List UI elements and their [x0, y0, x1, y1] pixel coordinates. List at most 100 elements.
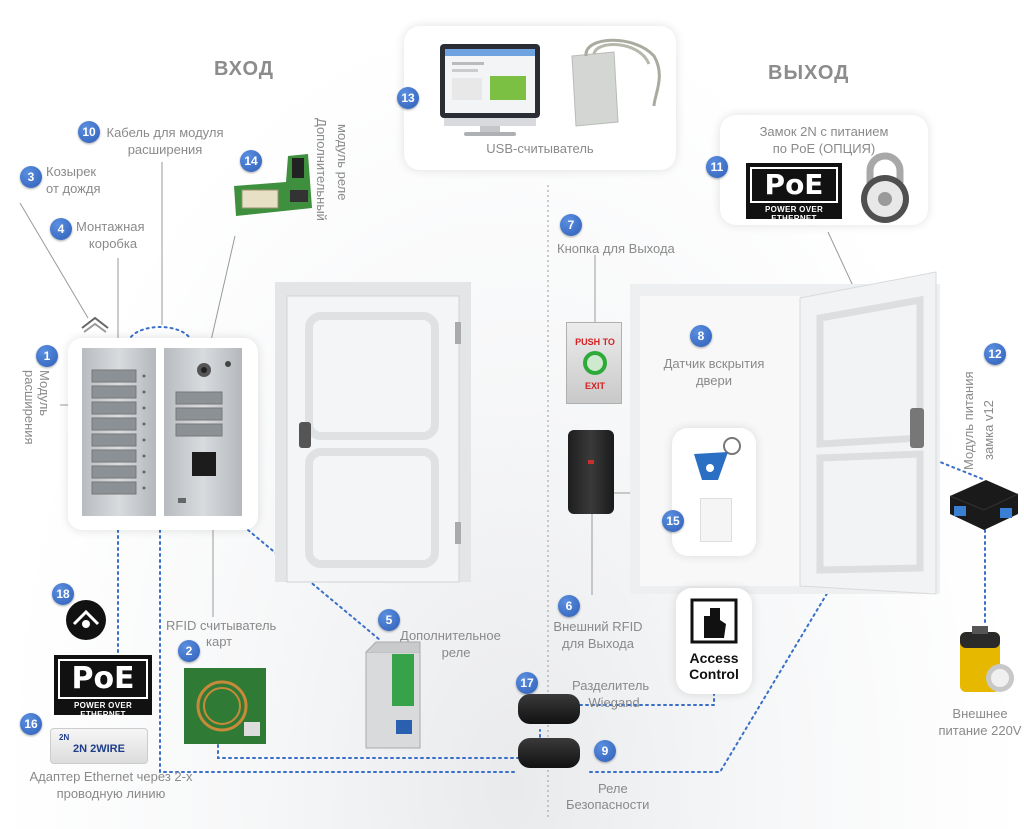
home-network-icon	[66, 600, 106, 640]
badge-16: 16	[20, 713, 42, 735]
poe-logo-text: PoE	[750, 167, 838, 203]
entry-title: ВХОД	[214, 58, 275, 80]
poe-lock-label-1: Замок 2N с питанием	[759, 124, 889, 139]
security-relay-device	[518, 738, 580, 768]
poe-logo-subtext: POWER OVER ETHERNET	[764, 205, 824, 223]
badge-13: 13	[397, 87, 419, 109]
badge-14: 14	[240, 150, 262, 172]
label-3b: от дождя	[46, 181, 101, 196]
label-12a: Модуль питания	[961, 371, 976, 470]
poe-lock-label-2: по PoE (ОПЦИЯ)	[772, 141, 876, 156]
relay-device-icon	[365, 641, 421, 749]
expansion-cable	[127, 326, 193, 343]
label-10b: расширения	[127, 142, 203, 157]
poe-main-text: PoE	[58, 659, 148, 699]
label-4a: Монтажная	[76, 219, 145, 234]
label-14b: модуль реле	[335, 124, 350, 201]
label-power-b: питание 220V	[938, 723, 1022, 738]
security-relay-lock	[589, 454, 911, 773]
label-16b: проводную линию	[56, 786, 166, 801]
badge-15: 15	[662, 510, 684, 532]
label-8a: Датчик вскрытия	[663, 356, 765, 371]
badge-3: 3	[20, 166, 42, 188]
usb-reader-label: USB-считыватель	[486, 141, 594, 156]
label-14a: Дополнительный	[314, 118, 329, 221]
label-12b: замка v12	[981, 400, 996, 460]
expansion-module	[82, 348, 156, 516]
poe-lock-card: Замок 2N с питанием по PoE (ОПЦИЯ) PoE P…	[720, 115, 928, 225]
intercom-card	[68, 338, 258, 530]
rfid-cards-card	[672, 428, 756, 556]
badge-2: 2	[178, 640, 200, 662]
badge-6: 6	[558, 595, 580, 617]
label-16a: Адаптер Ethernet через 2-х	[29, 769, 193, 784]
label-7: Кнопка для Выхода	[557, 241, 675, 256]
relay-link	[247, 529, 381, 641]
label-2b: карт	[206, 634, 233, 649]
exit-title: ВЫХОД	[768, 62, 850, 84]
badge-7: 7	[560, 214, 582, 236]
exit-button-top-text: PUSH TO	[575, 337, 615, 347]
entry-door	[275, 282, 471, 583]
label-17b: Wiegand	[588, 695, 640, 710]
rain-shield-icon	[81, 316, 109, 333]
badge-8: 8	[690, 325, 712, 347]
badge-4: 4	[50, 218, 72, 240]
badge-18: 18	[52, 583, 74, 605]
main-bus	[159, 529, 518, 773]
rfid-board-icon	[184, 668, 266, 744]
label-3a: Козырек	[46, 164, 97, 179]
usb-card-reader-icon	[571, 38, 661, 127]
label-10a: Кабель для модуля	[106, 125, 224, 140]
label-5b: реле	[441, 645, 471, 660]
usb-reader-card: USB-считыватель	[404, 26, 676, 170]
label-17a: Разделитель	[572, 678, 650, 693]
main-intercom-unit	[164, 348, 242, 516]
label-2a: RFID считыватель	[166, 618, 277, 633]
label-1a: Модуль	[37, 370, 52, 417]
access-control-line1: Access	[689, 650, 739, 666]
access-control-card: Access Control	[676, 588, 752, 694]
label-6a: Внешний RFID	[553, 619, 643, 634]
poe-logo-lock: PoE POWER OVER ETHERNET	[746, 163, 842, 223]
poe-logo-main: PoE POWER OVER ETHERNET	[54, 655, 152, 719]
wiegand-splitter-device	[518, 694, 580, 724]
label-9a: Реле	[598, 781, 628, 796]
usb-devices-illustration	[440, 38, 661, 136]
wiegand-to-access	[579, 689, 715, 706]
label-5a: Дополнительное	[400, 628, 501, 643]
label-1b: расширения	[22, 370, 37, 445]
external-rfid-reader	[568, 430, 614, 514]
expansion-module-buttons	[91, 369, 146, 495]
badge-17: 17	[516, 672, 538, 694]
badge-11: 11	[706, 156, 728, 178]
battery-power-icon	[960, 626, 1014, 692]
lock-power-supply-icon	[949, 480, 1019, 530]
exit-button-bottom-text: EXIT	[584, 381, 605, 391]
poe-main-subtext: POWER OVER ETHERNET	[73, 701, 133, 719]
access-control-hand-icon	[690, 598, 738, 644]
lock-psu-link	[929, 457, 986, 481]
monitor-icon	[440, 44, 540, 136]
access-control-line2: Control	[689, 666, 739, 682]
badge-10: 10	[78, 121, 100, 143]
label-6b: для Выхода	[562, 636, 634, 651]
relay-module-board-icon	[234, 154, 312, 216]
padlock-icon	[861, 152, 909, 223]
leader-line-14	[209, 235, 236, 346]
intercom-face	[175, 361, 231, 503]
badge-12: 12	[984, 343, 1006, 365]
label-9b: Безопасности	[566, 797, 650, 812]
label-power-a: Внешнее	[952, 706, 1008, 721]
key-fob-icon	[694, 437, 741, 480]
label-4b: коробка	[88, 236, 138, 251]
badge-9: 9	[594, 740, 616, 762]
adapter-name: 2N 2WIRE	[73, 743, 125, 755]
label-8b: двери	[695, 373, 733, 388]
adapter-brand: 2N	[59, 733, 70, 742]
leader-line-3	[19, 202, 89, 319]
badge-5: 5	[378, 609, 400, 631]
rfid-card-icon	[700, 498, 732, 542]
